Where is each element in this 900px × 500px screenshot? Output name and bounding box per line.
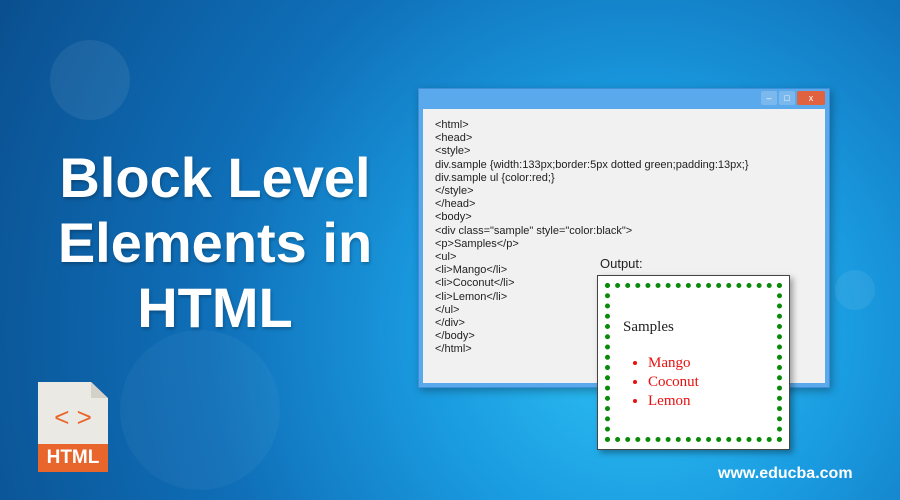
code-line: </div> bbox=[435, 317, 465, 330]
code-line: <html> bbox=[435, 119, 469, 131]
decor-circle bbox=[50, 40, 130, 120]
code-line: <body> bbox=[435, 211, 472, 224]
list-item: Coconut bbox=[648, 373, 699, 392]
fruit-list: Mango Coconut Lemon bbox=[648, 354, 699, 411]
decor-circle bbox=[835, 270, 875, 310]
decor-circle bbox=[120, 330, 280, 490]
dotted-border bbox=[605, 283, 782, 442]
list-item: Lemon bbox=[648, 392, 699, 411]
minimize-button[interactable]: – bbox=[761, 91, 777, 105]
title-line: HTML bbox=[137, 276, 293, 339]
file-icon-label: HTML bbox=[38, 444, 108, 472]
title-line: Block Level bbox=[59, 146, 371, 209]
output-preview: Samples Mango Coconut Lemon bbox=[597, 275, 790, 450]
code-text: <html><head><style>div.sample {width:133… bbox=[435, 119, 749, 357]
code-brackets-icon: < > bbox=[54, 402, 92, 432]
code-line: <p>Samples</p> bbox=[435, 237, 519, 250]
code-line: <ul> bbox=[435, 251, 457, 264]
code-line: <div class="sample" style="color:black"> bbox=[435, 224, 633, 237]
output-label: Output: bbox=[600, 256, 643, 271]
maximize-button[interactable]: □ bbox=[779, 91, 795, 105]
code-line: </head> bbox=[435, 198, 476, 211]
list-item: Mango bbox=[648, 354, 699, 373]
website-link[interactable]: www.educba.com bbox=[718, 465, 853, 482]
code-line: <head> bbox=[435, 132, 473, 145]
code-line: <li>Coconut</li> bbox=[435, 277, 515, 290]
code-line: div.sample {width:133px;border:5px dotte… bbox=[435, 158, 749, 171]
code-line: </html> bbox=[435, 343, 472, 356]
code-line: <li>Lemon</li> bbox=[435, 290, 508, 303]
code-line: <li>Mango</li> bbox=[435, 264, 508, 277]
code-line: </body> bbox=[435, 330, 475, 343]
window-controls: – □ x bbox=[761, 91, 825, 105]
page-title: Block Level Elements in HTML bbox=[20, 145, 410, 340]
code-line: </style> bbox=[435, 185, 474, 198]
close-button[interactable]: x bbox=[797, 91, 825, 105]
samples-paragraph: Samples bbox=[623, 319, 674, 335]
title-line: Elements in bbox=[57, 211, 373, 274]
code-line: </ul> bbox=[435, 303, 460, 316]
code-line: <style> bbox=[435, 145, 471, 158]
html-file-icon: < > HTML bbox=[38, 382, 108, 472]
code-line: div.sample ul {color:red;} bbox=[435, 171, 555, 184]
